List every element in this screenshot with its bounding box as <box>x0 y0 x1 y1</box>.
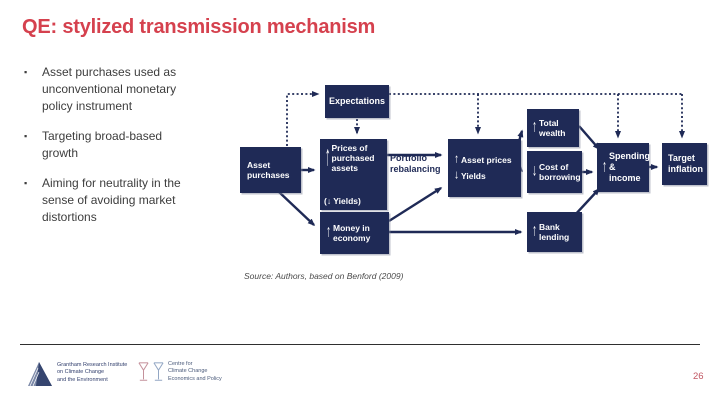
node-expectations: Expectations <box>325 85 389 118</box>
node-label: Target inflation <box>668 153 703 174</box>
node-sublabel: (↓ Yields) <box>324 195 361 206</box>
logo-text-line: on Climate Change <box>57 369 105 376</box>
node-label: Asset purchases <box>247 159 290 180</box>
transmission-diagram: Expectations Asset purchases ↑ Prices of… <box>233 80 715 262</box>
node-cost-of-borrowing: ↓ Cost of borrowing <box>527 151 582 193</box>
grantham-institute-logo: Grantham Research Institute on Climate C… <box>27 359 127 387</box>
node-money-in-economy: ↑ Money in economy <box>320 212 389 254</box>
node-total-wealth: ↑ Total wealth <box>527 109 579 147</box>
logo-text-line: Grantham Research Institute <box>57 361 128 368</box>
bullet-list: Asset purchases used as unconventional m… <box>22 64 192 239</box>
bullet-item: Asset purchases used as unconventional m… <box>22 64 197 115</box>
node-label: Prices of purchased assets <box>331 143 375 174</box>
bullet-item: Targeting broad-based growth <box>22 128 197 162</box>
up-arrow-icon: ↑ <box>532 117 537 137</box>
glass-glyph-icon <box>153 362 164 381</box>
node-label: Spending & income <box>609 151 650 183</box>
source-note: Source: Authors, based on Benford (2009) <box>244 271 404 281</box>
logo-text-line: Centre for <box>168 361 193 367</box>
logo-text: Grantham Research Institute on Climate C… <box>57 362 127 384</box>
up-arrow-icon: ↑ <box>602 157 607 176</box>
mountain-logo-icon <box>28 362 52 387</box>
logo-text-line: Economics and Policy <box>168 375 222 382</box>
node-prices-of-purchased-assets: ↑ Prices of purchased assets (↓ Yields) <box>320 139 387 210</box>
page-number: 26 <box>693 371 704 382</box>
node-label: Bank lending <box>539 221 570 242</box>
bullet-text: Asset purchases used as unconventional m… <box>42 65 177 113</box>
bullet-item: Aiming for neutrality in the sense of av… <box>22 175 197 226</box>
node-label: Cost of borrowing <box>539 161 581 182</box>
down-arrow-icon: ↓ <box>454 168 459 182</box>
node-target-inflation: Target inflation <box>662 143 707 185</box>
bullet-text: Aiming for neutrality in the sense of av… <box>42 176 181 224</box>
logo-text: Centre for Climate Change Economics and … <box>168 361 222 383</box>
up-arrow-icon: ↑ <box>325 141 331 173</box>
bullet-text: Targeting broad-based growth <box>42 129 163 160</box>
node-asset-purchases: Asset purchases <box>240 147 301 193</box>
node-label: Total wealth <box>539 117 566 138</box>
node-label: Asset prices <box>461 155 512 166</box>
node-spending-income: ↑ Spending & income <box>597 143 650 192</box>
glass-glyph-icon <box>138 362 149 381</box>
node-label: Yields <box>461 170 486 181</box>
node-bank-lending: ↑ Bank lending <box>527 212 582 252</box>
node-label: Expectations <box>328 96 386 107</box>
label-portfolio-rebalancing: Portfolio rebalancing <box>390 153 441 175</box>
node-label: Money in economy <box>333 222 371 243</box>
footer-divider <box>20 344 700 345</box>
node-asset-prices-yields: ↑ Asset prices ↓ Yields <box>448 139 521 197</box>
up-arrow-icon: ↑ <box>454 152 459 167</box>
down-arrow-icon: ↓ <box>532 161 537 181</box>
logo-text-line: Climate Change <box>168 368 208 375</box>
cccep-logo: Centre for Climate Change Economics and … <box>138 361 222 383</box>
up-arrow-icon: ↑ <box>326 222 331 242</box>
logo-text-line: and the Environment <box>57 376 108 383</box>
up-arrow-icon: ↑ <box>532 221 537 241</box>
page-title: QE: stylized transmission mechanism <box>22 16 376 38</box>
